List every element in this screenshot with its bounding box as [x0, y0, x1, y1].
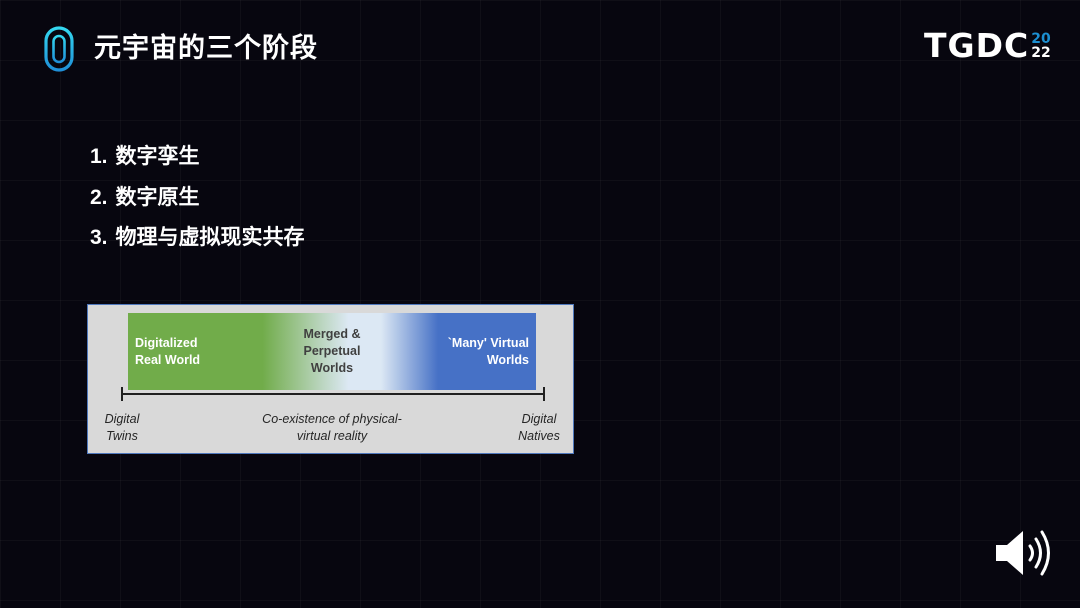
segment-label-right-text: `Many' Virtual Worlds	[447, 336, 529, 367]
brand-year: 20 22	[1031, 32, 1050, 60]
timeline-tick-right	[543, 387, 545, 401]
segment-label-right: `Many' Virtual Worlds	[433, 335, 529, 369]
speaker-icon[interactable]	[994, 528, 1056, 578]
stage-number: 2.	[90, 185, 108, 209]
page-title: 元宇宙的三个阶段	[94, 33, 318, 63]
timeline-line	[121, 393, 545, 395]
stage-label: 物理与虚拟现实共存	[115, 226, 305, 249]
capsule-outline-icon	[44, 26, 74, 72]
stage-label: 数字孪生	[115, 145, 200, 168]
stage-item: 3. 物理与虚拟现实共存	[90, 218, 305, 259]
stage-number: 1.	[90, 145, 108, 168]
stage-number: 3.	[90, 226, 108, 249]
segment-label-left-text: Digitalized Real World	[135, 336, 201, 367]
axis-label-right: Digital Natives	[518, 412, 560, 443]
timeline-axis	[121, 387, 545, 401]
brand-logo: TGDC 20 22	[924, 24, 1051, 68]
stage-list: 1. 数字孪生 2. 数字原生 3. 物理与虚拟现实共存	[90, 137, 305, 259]
axis-label-middle: Co-existence of physical-virtual reality	[262, 412, 402, 443]
stage-item: 2. 数字原生	[90, 178, 305, 219]
segment-label-left: Digitalized Real World	[135, 335, 215, 369]
stage-gradient-bar: Digitalized Real World Merged & Perpetua…	[128, 313, 536, 390]
brand-year-top: 20	[1031, 31, 1051, 47]
metaverse-stages-diagram: Digitalized Real World Merged & Perpetua…	[87, 304, 574, 454]
stage-label: 数字原生	[115, 185, 200, 209]
segment-label-middle: Merged & Perpetual Worlds	[303, 327, 361, 375]
brand-year-bottom: 22	[1031, 45, 1051, 61]
stage-item: 1. 数字孪生	[90, 137, 305, 178]
brand-text: TGDC	[924, 26, 1030, 65]
axis-label-left: Digital Twins	[104, 412, 140, 443]
timeline-tick-left	[121, 387, 123, 401]
